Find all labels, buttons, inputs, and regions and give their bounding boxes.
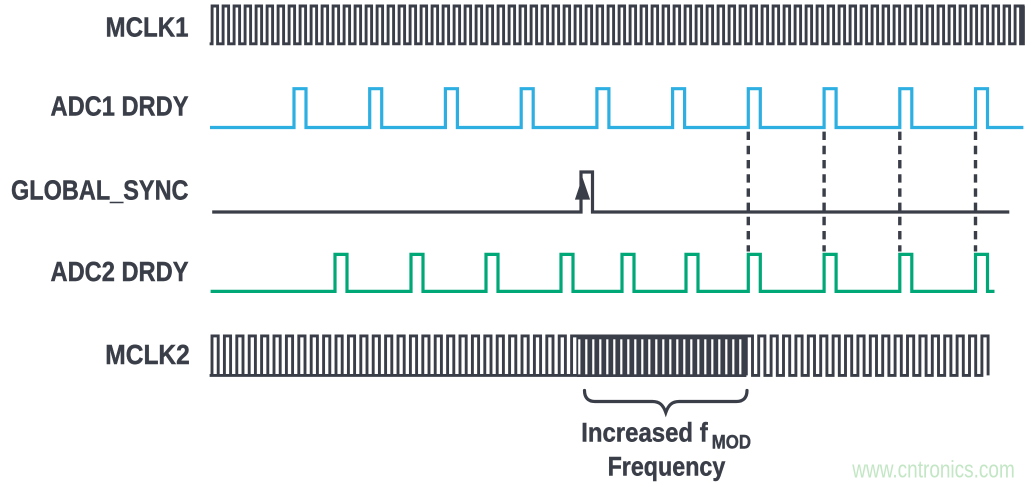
svg-text:Frequency: Frequency [608, 452, 726, 482]
svg-text:ADC1 DRDY: ADC1 DRDY [51, 90, 189, 121]
svg-text:MCLK2: MCLK2 [105, 339, 190, 370]
svg-text:www.cntronics.com: www.cntronics.com [852, 457, 1015, 484]
svg-text:Increased f: Increased f [581, 418, 708, 448]
svg-text:GLOBAL_SYNC: GLOBAL_SYNC [11, 175, 189, 206]
svg-text:MOD: MOD [712, 433, 751, 454]
svg-text:MCLK1: MCLK1 [106, 11, 189, 42]
svg-text:ADC2 DRDY: ADC2 DRDY [51, 256, 189, 287]
